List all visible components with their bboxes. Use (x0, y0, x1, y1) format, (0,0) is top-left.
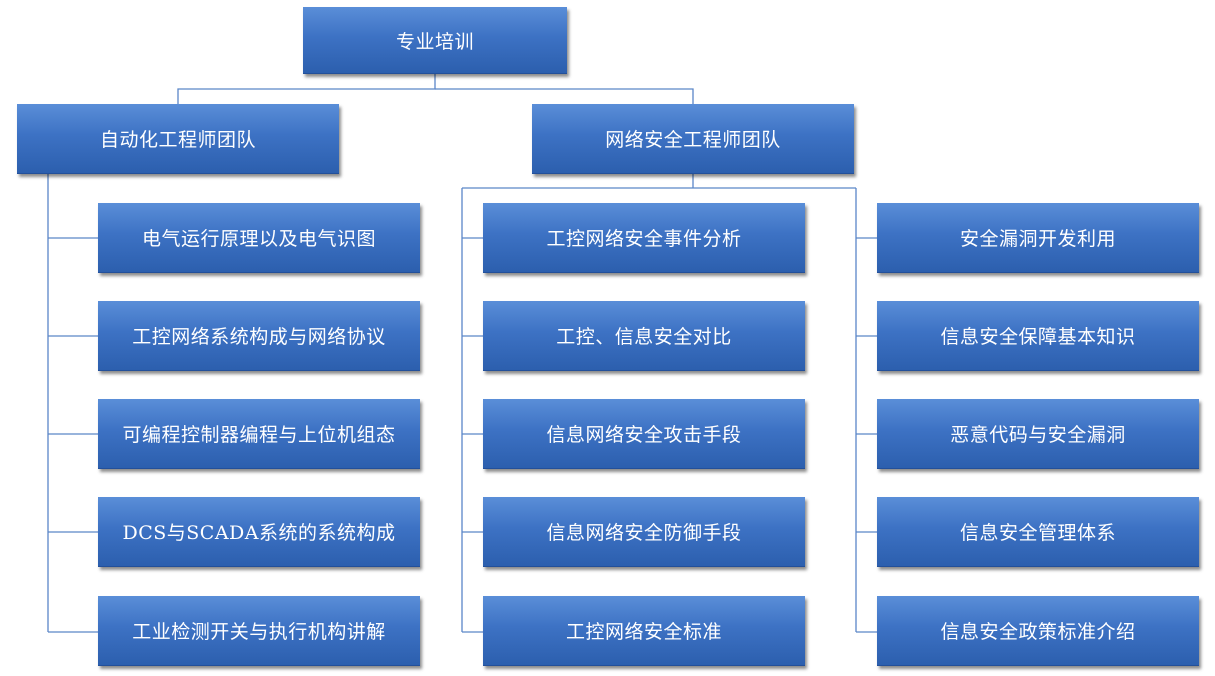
node-course: 信息安全保障基本知识 (877, 301, 1199, 371)
node-course-label: 安全漏洞开发利用 (959, 228, 1116, 250)
node-course: 工控、信息安全对比 (483, 301, 805, 371)
node-course: 电气运行原理以及电气识图 (98, 203, 420, 273)
connector-root-teams (177, 74, 436, 104)
node-course: DCS与SCADA系统的系统构成 (98, 497, 420, 567)
node-course-label: DCS与SCADA系统的系统构成 (122, 522, 396, 544)
node-course-label: 工控网络安全标准 (565, 621, 722, 643)
node-course-label: 工控、信息安全对比 (556, 326, 732, 348)
node-course: 恶意代码与安全漏洞 (877, 399, 1199, 469)
node-team-security: 网络安全工程师团队 (532, 104, 854, 174)
node-course: 信息安全管理体系 (877, 497, 1199, 567)
node-team-automation: 自动化工程师团队 (17, 104, 339, 174)
node-course-label: 工控网络安全事件分析 (546, 228, 742, 250)
node-course-label: 恶意代码与安全漏洞 (950, 424, 1126, 446)
node-course: 工业检测开关与执行机构讲解 (98, 596, 420, 666)
node-course-label: 信息安全管理体系 (959, 522, 1116, 544)
node-course-label: 工控网络系统构成与网络协议 (132, 326, 386, 348)
node-course-label: 可编程控制器编程与上位机组态 (122, 424, 396, 446)
node-course: 安全漏洞开发利用 (877, 203, 1199, 273)
connector-root-team-2 (435, 88, 694, 104)
node-course-label: 电气运行原理以及电气识图 (141, 228, 376, 250)
node-root-label: 专业培训 (395, 30, 474, 53)
node-course: 信息安全政策标准介绍 (877, 596, 1199, 666)
node-course-label: 信息安全政策标准介绍 (940, 621, 1136, 643)
node-course: 工控网络系统构成与网络协议 (98, 301, 420, 371)
node-course-label: 工业检测开关与执行机构讲解 (132, 621, 386, 643)
node-course-label: 信息网络安全攻击手段 (546, 424, 742, 446)
node-root: 专业培训 (303, 7, 567, 74)
node-team-automation-label: 自动化工程师团队 (99, 129, 256, 151)
node-course-label: 信息安全保障基本知识 (940, 326, 1136, 348)
node-course: 信息网络安全防御手段 (483, 497, 805, 567)
node-course-label: 信息网络安全防御手段 (546, 522, 742, 544)
node-course: 工控网络安全事件分析 (483, 203, 805, 273)
node-course: 信息网络安全攻击手段 (483, 399, 805, 469)
node-team-security-label: 网络安全工程师团队 (605, 129, 781, 151)
node-course: 可编程控制器编程与上位机组态 (98, 399, 420, 469)
node-course: 工控网络安全标准 (483, 596, 805, 666)
